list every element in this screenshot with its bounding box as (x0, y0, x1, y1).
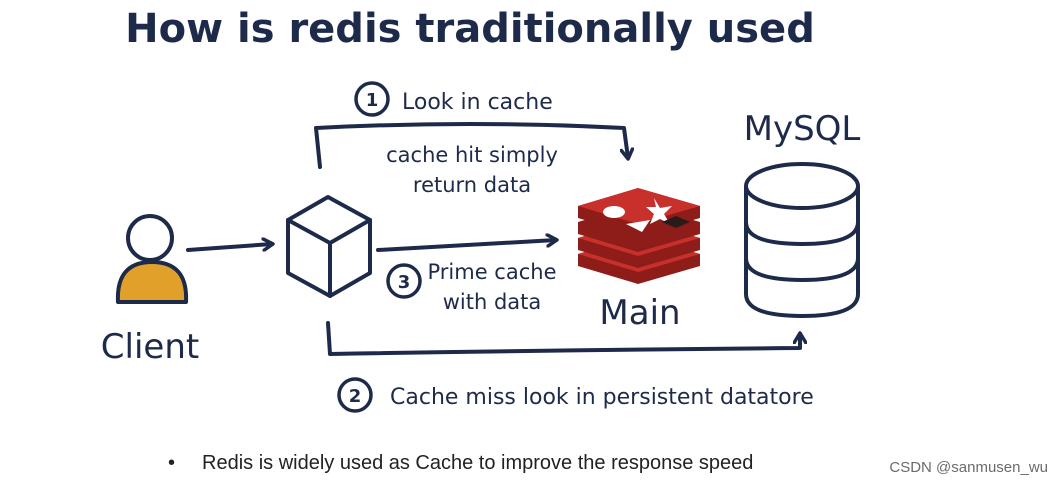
step-3-number: 3 (398, 272, 411, 293)
step-3-badge: 3 (386, 263, 422, 299)
step-1-badge: 1 (354, 81, 390, 117)
client-user-icon (115, 214, 189, 304)
redis-logo-icon (578, 188, 700, 284)
client-to-app-arrow (186, 244, 272, 252)
bullet-text: Redis is widely used as Cache to improve… (202, 452, 754, 474)
look-in-cache-arrow (314, 122, 628, 169)
bullet-point: • Redis is widely used as Cache to improv… (168, 452, 753, 475)
prime-cache-arrow (376, 240, 556, 252)
diagram-title: How is redis traditionally used (125, 6, 815, 52)
step-2-number: 2 (349, 386, 362, 407)
step-1-number: 1 (366, 90, 379, 111)
application-cube-icon (286, 195, 372, 298)
cache-hit-note-line2: return data (413, 173, 531, 197)
cache-miss-arrow (326, 321, 800, 356)
step-1-label: Look in cache (402, 90, 553, 115)
redis-main-label: Main (599, 293, 680, 333)
bullet-symbol: • (168, 452, 176, 474)
mysql-label: MySQL (744, 109, 861, 149)
client-label: Client (101, 327, 199, 367)
step-3-label-line2: with data (443, 290, 542, 314)
step-3-label-line1: Prime cache (427, 260, 556, 284)
cache-hit-note-line1: cache hit simply (386, 143, 558, 167)
step-2-badge: 2 (337, 377, 373, 413)
step-2-label: Cache miss look in persistent datatore (390, 385, 814, 410)
mysql-database-icon (744, 162, 860, 319)
watermark-text: CSDN @sanmusen_wu (889, 459, 1048, 476)
